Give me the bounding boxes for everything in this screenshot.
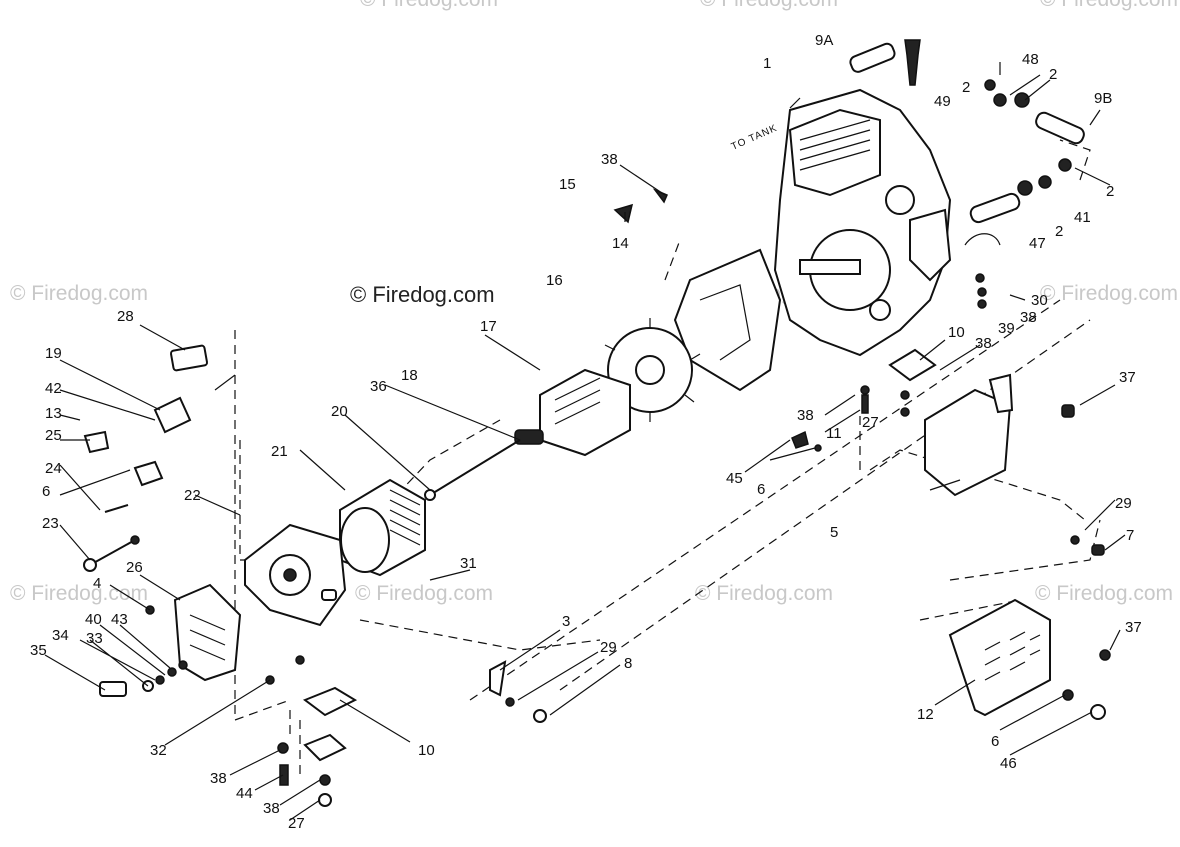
callout-22: 22 (184, 487, 201, 504)
small-parts-upper (613, 188, 668, 224)
callout-38: 38 (601, 151, 618, 168)
watermark: © Firedog.com (700, 0, 838, 11)
callout-48: 48 (1022, 51, 1039, 68)
callout-49: 49 (934, 93, 951, 110)
callout-24: 24 (45, 460, 62, 477)
callout-19: 19 (45, 345, 62, 362)
callout-41: 41 (1074, 209, 1091, 226)
callout-38: 38 (210, 770, 227, 787)
callout-17: 17 (480, 318, 497, 335)
callout-labels: 1 9A 48 2 2 49 9B 2 41 2 47 38 15 14 16 … (30, 32, 1142, 832)
callout-29: 29 (1115, 495, 1132, 512)
watermark: © Firedog.com (1040, 282, 1178, 305)
callout-4: 4 (93, 575, 101, 592)
callout-10: 10 (948, 324, 965, 341)
engine (773, 88, 952, 357)
callout-13: 13 (45, 405, 62, 422)
watermark: © Firedog.com (355, 582, 493, 605)
mounting-pad-lower (265, 655, 358, 807)
callout-9A: 9A (815, 32, 833, 49)
callout-15: 15 (559, 176, 576, 193)
callout-18: 18 (401, 367, 418, 384)
callout-35: 35 (30, 642, 47, 659)
callout-33: 33 (86, 630, 103, 647)
watermark: © Firedog.com (1040, 0, 1178, 11)
to-tank-label: TO TANK (730, 123, 779, 153)
callout-46: 46 (1000, 755, 1017, 772)
callout-37: 37 (1125, 619, 1142, 636)
control-box (924, 373, 1075, 497)
watermark: © Firedog.com (1035, 582, 1173, 605)
watermark: © Firedog.com (360, 0, 498, 11)
through-bolt (424, 439, 521, 501)
end-housing (244, 523, 347, 627)
callout-26: 26 (126, 559, 143, 576)
rotor (514, 368, 631, 457)
callout-43: 43 (111, 611, 128, 628)
callout-28: 28 (117, 308, 134, 325)
leader-lines (44, 62, 1126, 821)
receptacle-panel (948, 535, 1111, 720)
callout-47: 47 (1029, 235, 1046, 252)
callout-30: 30 (1031, 292, 1048, 309)
watermark: © Firedog.com (695, 582, 833, 605)
callout-32: 32 (150, 742, 167, 759)
callout-42: 42 (45, 380, 62, 397)
watermark-main: © Firedog.com (350, 282, 495, 307)
callout-36: 36 (370, 378, 387, 395)
callout-6: 6 (991, 733, 999, 750)
watermark: © Firedog.com (10, 282, 148, 305)
fuel-fittings (849, 39, 1030, 108)
stator (339, 478, 426, 577)
callout-23: 23 (42, 515, 59, 532)
small-parts-left (83, 344, 209, 697)
callout-38: 38 (263, 800, 280, 817)
callout-7: 7 (1126, 527, 1134, 544)
callout-38: 38 (1020, 309, 1037, 326)
callout-39: 39 (998, 320, 1015, 337)
callout-31: 31 (460, 555, 477, 572)
callout-40: 40 (85, 611, 102, 628)
callout-25: 25 (45, 427, 62, 444)
callout-6: 6 (42, 483, 50, 500)
assembly-guide-lines (234, 139, 1101, 780)
callout-3: 3 (562, 613, 570, 630)
callout-34: 34 (52, 627, 69, 644)
watermark: © Firedog.com (10, 582, 148, 605)
callout-10: 10 (418, 742, 435, 759)
bracket (489, 660, 547, 723)
callout-2: 2 (1106, 183, 1114, 200)
fuel-line-hose (964, 111, 1085, 246)
flywheel-shroud (673, 248, 782, 392)
callout-2: 2 (1049, 66, 1057, 83)
callout-38: 38 (797, 407, 814, 424)
callout-8: 8 (624, 655, 632, 672)
callout-11: 11 (826, 425, 842, 442)
callout-29: 29 (600, 639, 617, 656)
callout-27: 27 (288, 815, 305, 832)
callout-45: 45 (726, 470, 743, 487)
callout-12: 12 (917, 706, 934, 723)
flywheel-fan (604, 318, 701, 422)
watermark-layer: © Firedog.com © Firedog.com © Firedog.co… (10, 0, 1178, 605)
callout-16: 16 (546, 272, 563, 289)
callout-5: 5 (830, 524, 838, 541)
callout-2: 2 (962, 79, 970, 96)
callout-20: 20 (331, 403, 348, 420)
callout-14: 14 (612, 235, 629, 252)
callout-37: 37 (1119, 369, 1136, 386)
callout-38: 38 (975, 335, 992, 352)
callout-44: 44 (236, 785, 253, 802)
callout-2: 2 (1055, 223, 1063, 240)
callout-1: 1 (763, 55, 771, 72)
callout-21: 21 (271, 443, 288, 460)
callout-27: 27 (862, 414, 879, 431)
callout-9B: 9B (1094, 90, 1112, 107)
callout-6: 6 (757, 481, 765, 498)
